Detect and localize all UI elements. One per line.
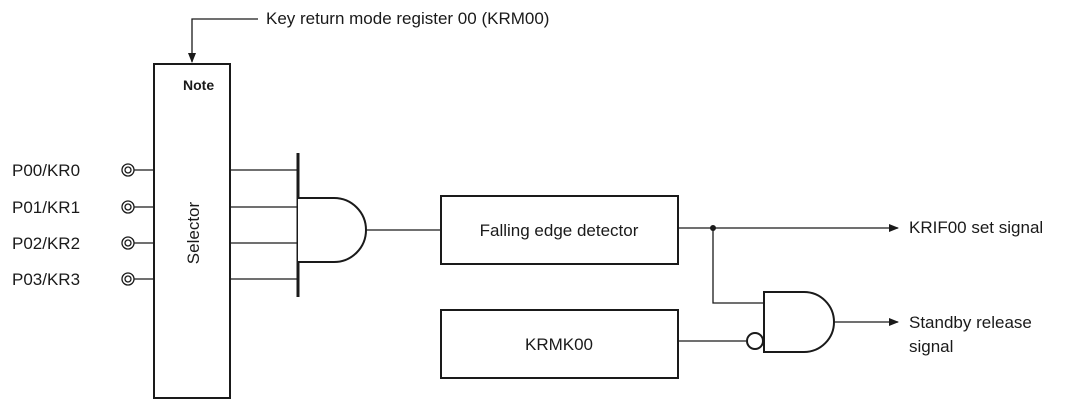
standby-release-label-line1: Standby release [909, 313, 1032, 332]
pin-label-p01-kr1: P01/KR1 [12, 198, 80, 217]
pin-terminal-p02 [121, 236, 154, 250]
inverter-bubble [746, 332, 764, 350]
krmk00-block [440, 309, 679, 379]
standby-release-label-line2: signal [909, 337, 953, 356]
branch-wire [712, 228, 764, 304]
pin-terminal-p00 [121, 163, 154, 177]
selector-label: Selector [184, 201, 203, 264]
falling-edge-detector-block [440, 195, 679, 265]
pin-terminal-p03 [121, 272, 154, 286]
register-arrow [188, 18, 258, 63]
selector-outputs [230, 169, 298, 280]
pin-label-p02-kr2: P02/KR2 [12, 234, 80, 253]
falling-edge-detector-label: Falling edge detector [480, 221, 639, 240]
selector-block [153, 63, 231, 399]
pin-label-p03-kr3: P03/KR3 [12, 270, 80, 289]
pin-label-p00-kr0: P00/KR0 [12, 161, 80, 180]
and-gate-2-input [763, 291, 835, 353]
set-signal-label: KRIF00 set signal [909, 218, 1043, 237]
register-label: Key return mode register 00 (KRM00) [266, 9, 549, 28]
selector-note: Note [183, 77, 214, 93]
and-gate-4-input [298, 197, 367, 263]
pin-terminal-p01 [121, 200, 154, 214]
krmk00-label: KRMK00 [525, 335, 593, 354]
